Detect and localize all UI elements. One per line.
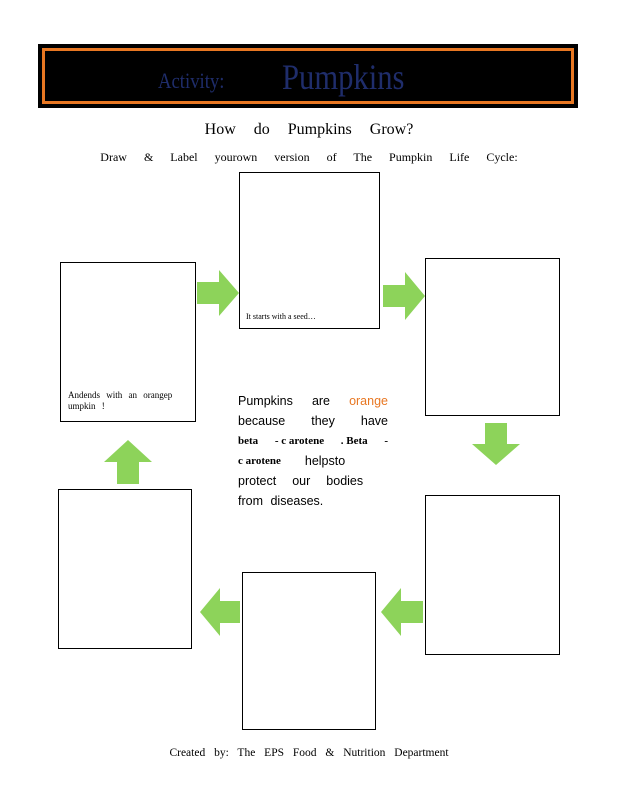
arrow-right-icon [383,272,425,320]
title-banner-border [42,48,574,104]
banner-title: Pumpkins [282,57,405,97]
fact-line: from diseases. [238,494,324,508]
cycle-box-stage-2[interactable] [425,258,560,416]
question-heading: How do Pumpkins Grow? [204,121,414,138]
arrow-right-icon [197,270,239,316]
cycle-box-stage-3[interactable] [425,495,560,655]
fact-line: protect our bodies [238,474,364,488]
cycle-box-seed[interactable]: It starts with a seed… [239,172,380,329]
title-banner [38,44,578,108]
footer-credit: Created by: The EPS Food & Nutrition Dep… [169,747,449,759]
instruction-text: Draw & Label yourown version of The Pump… [100,150,518,164]
arrow-up-icon [104,440,152,484]
seed-caption: It starts with a seed… [246,312,316,321]
cycle-box-stage-4[interactable] [242,572,376,730]
fact-line: Pumpkins are orange [238,391,388,411]
arrow-left-icon [381,588,423,636]
arrow-left-icon [200,588,240,636]
fact-line: beta - c arotene . Beta - [238,435,388,447]
arrow-down-icon [472,423,520,465]
beta-carotene-fact: Pumpkins are orange because they have be… [238,391,388,511]
cycle-box-pumpkin[interactable]: Andends with an orangep umpkin ! [60,262,196,422]
cycle-box-stage-5[interactable] [58,489,192,649]
activity-label: Activity: [158,68,225,93]
orange-word: orange [349,394,388,408]
pumpkin-caption: Andends with an orangep umpkin ! [68,390,173,411]
fact-line: c arotene helpsto [238,454,346,468]
fact-line: because they have [238,414,388,428]
